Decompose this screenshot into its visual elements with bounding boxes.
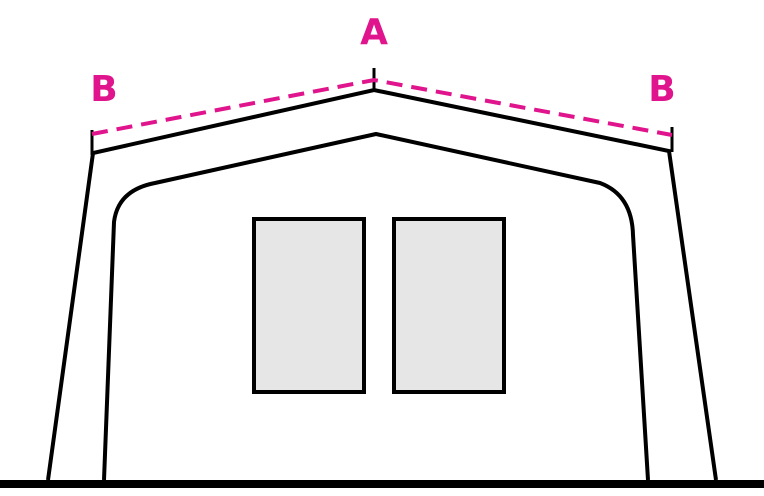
label-left-b: B [90,69,117,110]
left-window [252,217,366,394]
label-right-b: B [648,69,675,110]
label-peak-a: A [360,12,388,53]
right-window [392,217,506,394]
outer-frame [46,87,718,481]
inner-panel-outline [102,132,650,481]
dashed-measurement-line [91,77,673,137]
